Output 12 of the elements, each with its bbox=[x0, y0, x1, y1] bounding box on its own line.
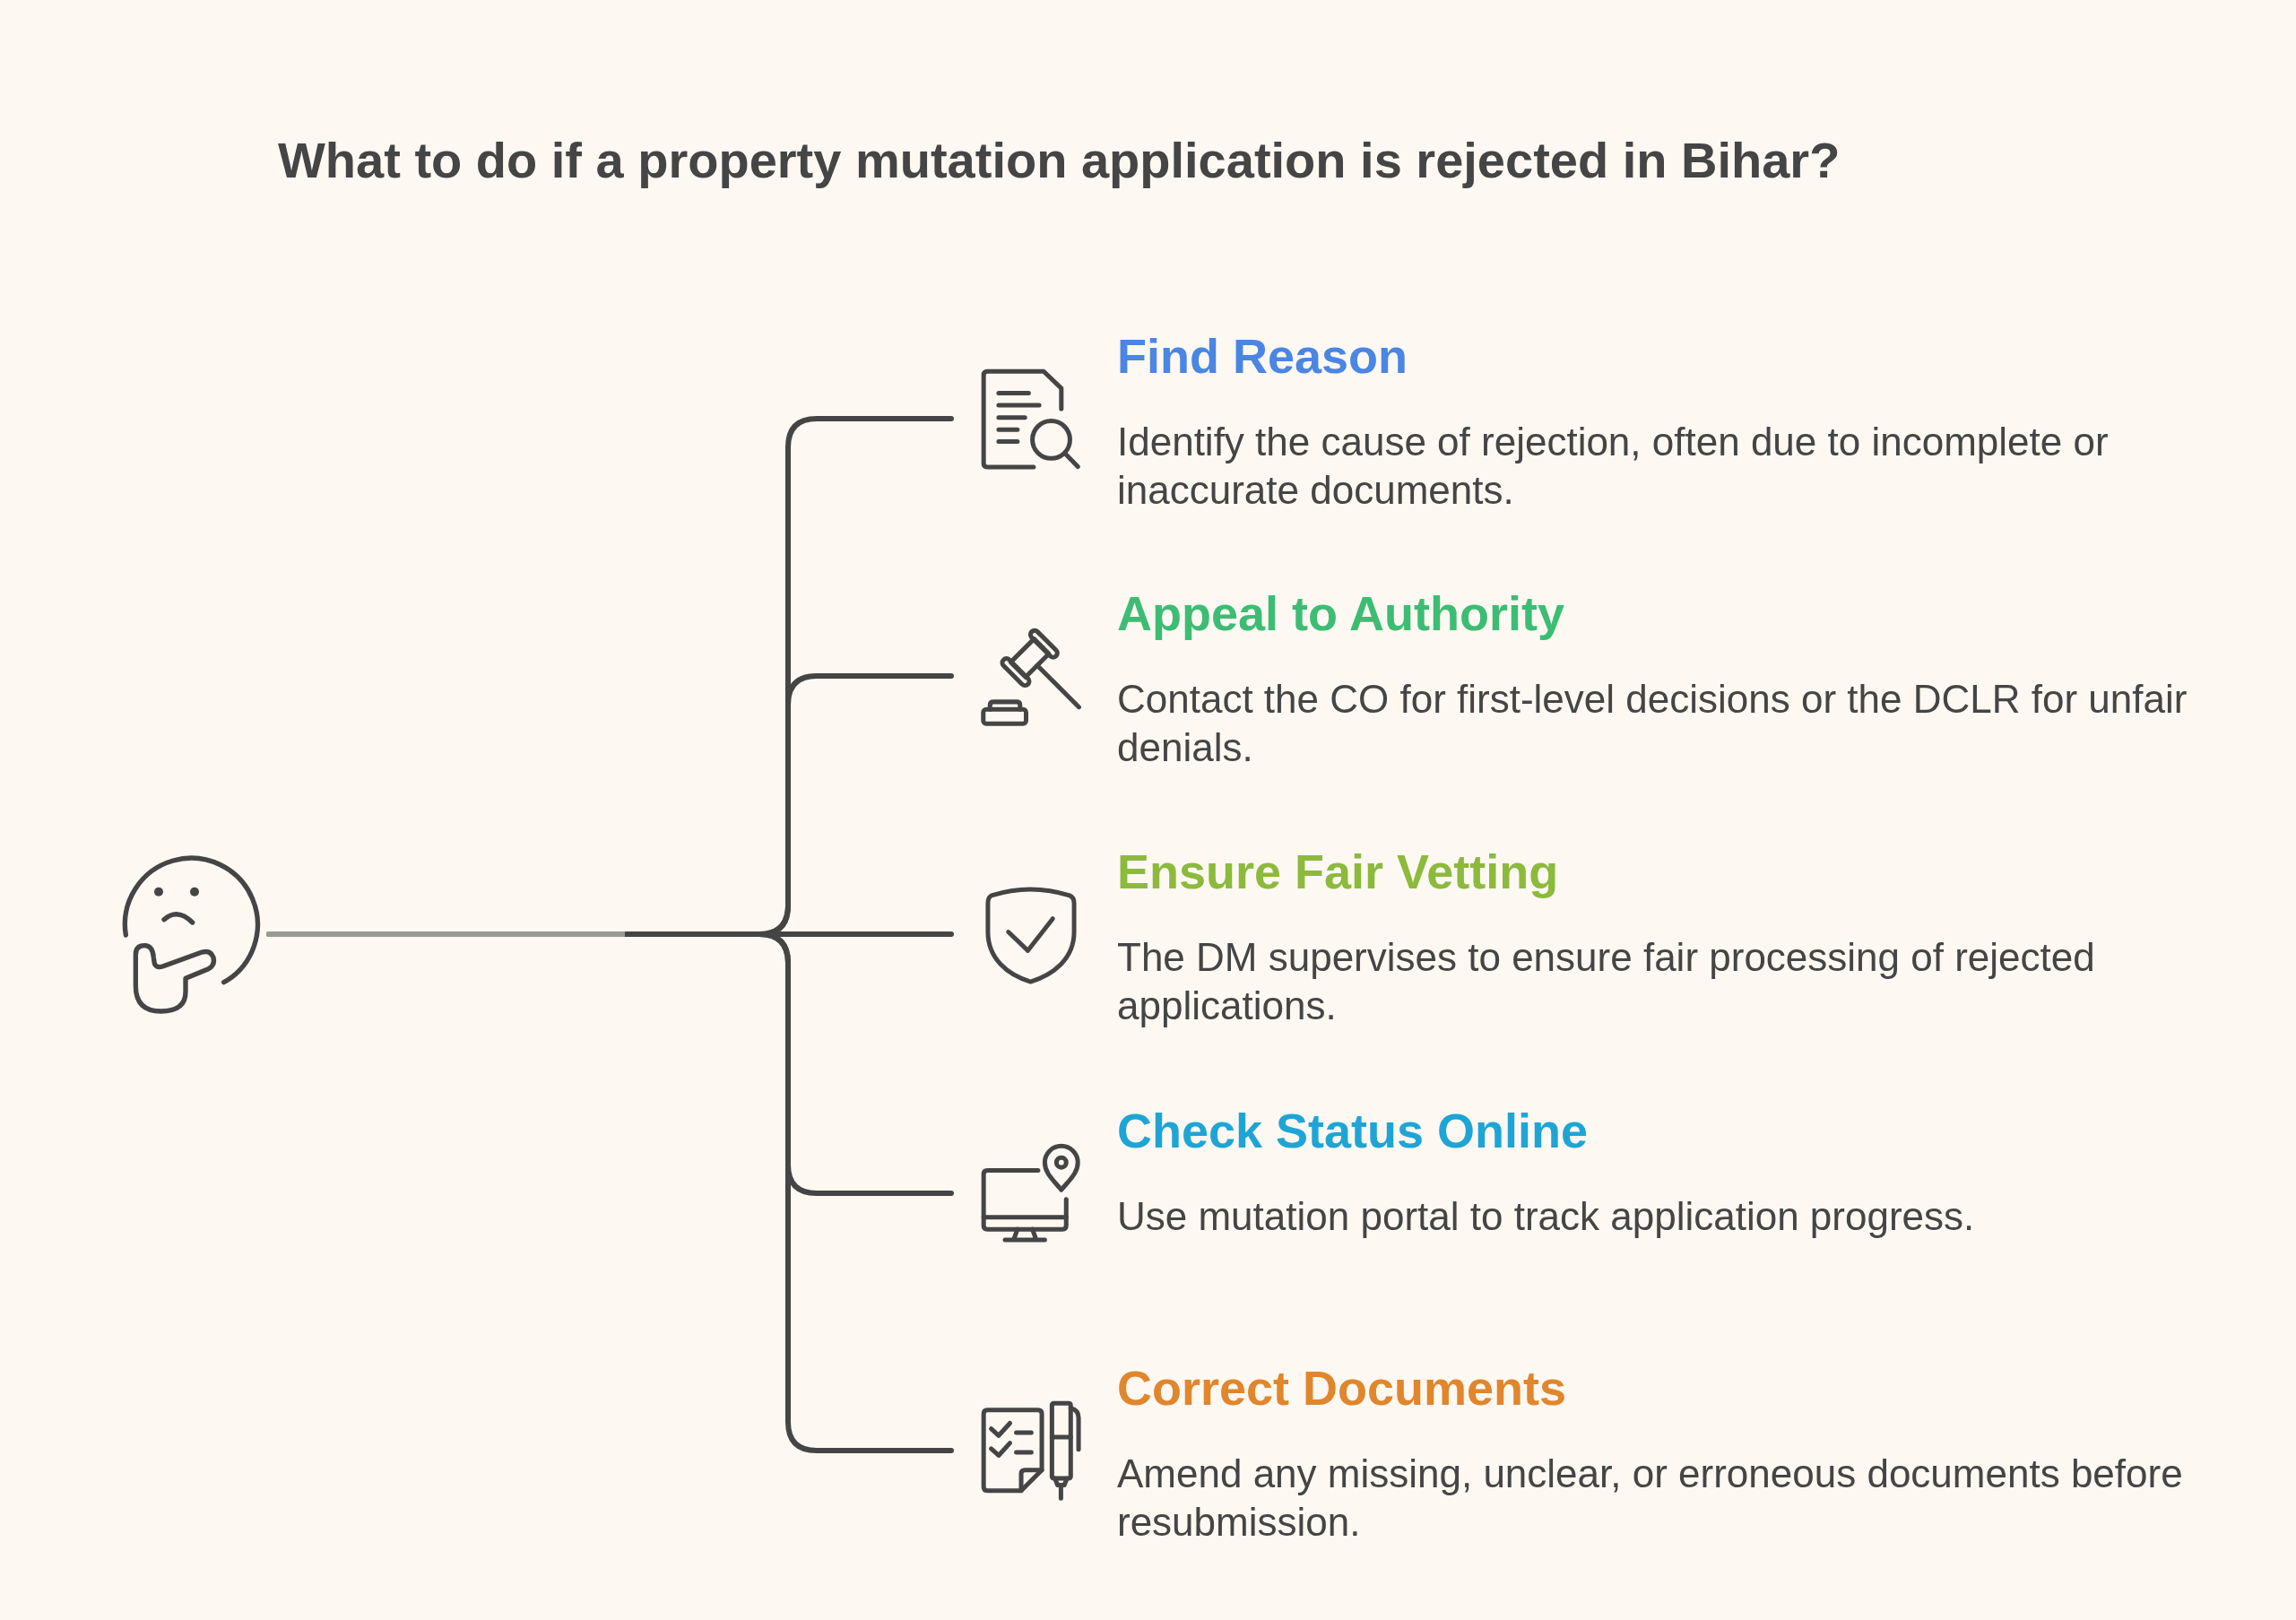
step-description: Contact the CO for first-level decisions or the DCLR for unfair denials. bbox=[1117, 676, 2188, 771]
step-description: The DM supervises to ensure fair processing of rejected applications. bbox=[1117, 934, 2096, 1029]
step-description: Identify the cause of rejection, often due to incomplete or inaccurate documents. bbox=[1117, 419, 2110, 514]
step-heading: Find Reason bbox=[1117, 328, 1409, 385]
step-heading: Appeal to Authority bbox=[1117, 585, 1565, 642]
diagram-title: What to do if a property mutation application is rejected in Bihar? bbox=[278, 131, 1841, 190]
step-heading: Check Status Online bbox=[1117, 1103, 1590, 1159]
step-description: Amend any missing, unclear, or erroneous documents before resubmission. bbox=[1117, 1451, 2184, 1546]
step-heading: Ensure Fair Vetting bbox=[1117, 844, 1560, 900]
connector-line bbox=[266, 931, 954, 1453]
step-description: Use mutation portal to track application progress. bbox=[1117, 1193, 1976, 1240]
step-heading: Correct Documents bbox=[1117, 1360, 1568, 1416]
